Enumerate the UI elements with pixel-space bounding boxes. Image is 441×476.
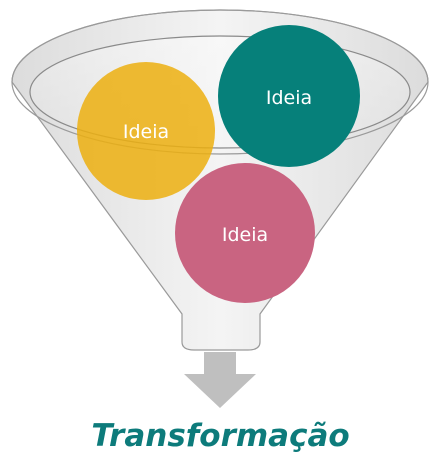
- idea-circle: Ideia: [77, 62, 215, 200]
- diagram-caption: Transformação: [91, 418, 350, 454]
- idea-label: Ideia: [266, 87, 312, 109]
- idea-circle: Ideia: [218, 25, 360, 167]
- funnel-rim-outer: [11, 9, 429, 155]
- down-arrow-icon: [184, 352, 256, 408]
- idea-label: Ideia: [222, 224, 268, 246]
- idea-circle: Ideia: [175, 163, 315, 303]
- idea-label: Ideia: [123, 121, 169, 143]
